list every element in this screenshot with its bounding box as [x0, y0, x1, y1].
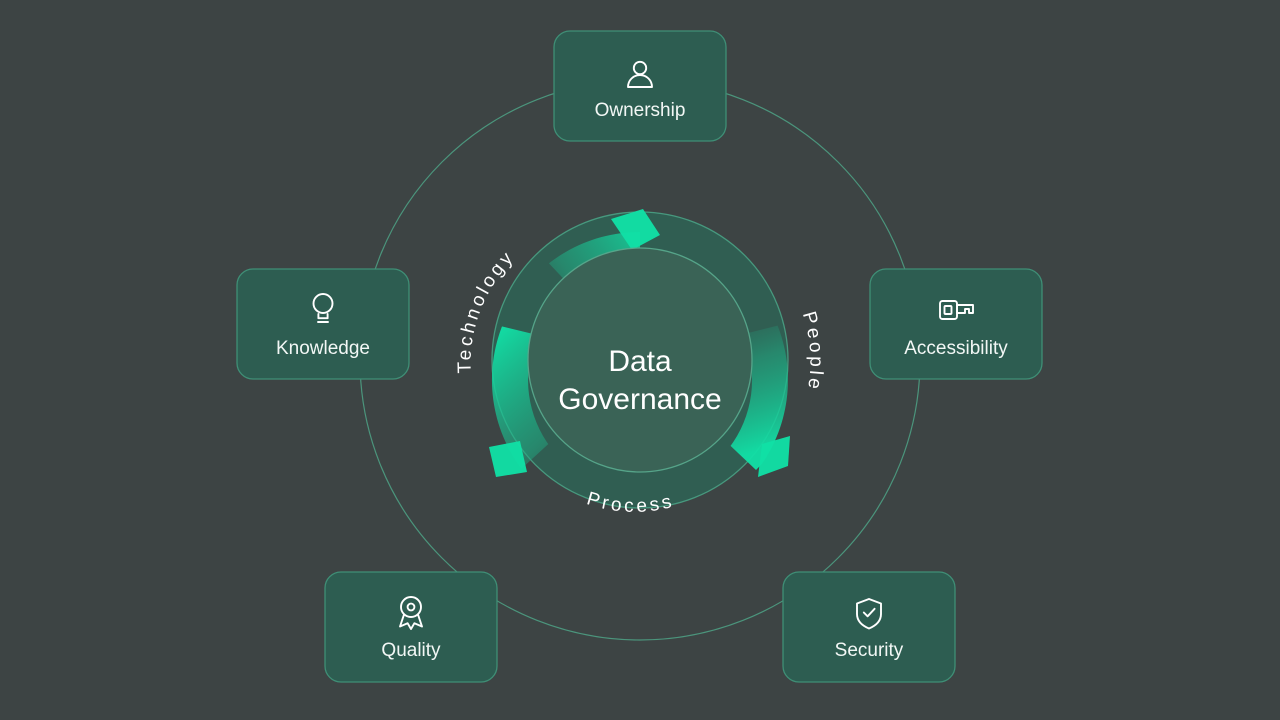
center-title-line1: Data: [608, 345, 672, 378]
center-title-line2: Governance: [558, 383, 721, 416]
card-knowledge[interactable]: Knowledge: [236, 268, 410, 380]
card-security[interactable]: Security: [782, 571, 956, 683]
center-title: Data Governance: [558, 345, 721, 416]
card-label-accessibility: Accessibility: [904, 338, 1008, 359]
card-accessibility[interactable]: Accessibility: [869, 268, 1043, 380]
card-label-security: Security: [835, 640, 904, 661]
card-quality[interactable]: Quality: [324, 571, 498, 683]
arrowhead-top-icon: [611, 209, 660, 250]
award-ribbon-icon: [399, 596, 423, 630]
card-ownership[interactable]: Ownership: [553, 30, 727, 142]
shield-check-icon: [856, 598, 882, 630]
arrowhead-left-icon: [489, 441, 527, 477]
lightbulb-icon: [312, 293, 334, 323]
cycle-ring: Technology People Process: [454, 209, 827, 517]
center-disc: [528, 248, 752, 472]
card-label-quality: Quality: [381, 640, 441, 661]
card-label-knowledge: Knowledge: [276, 338, 370, 359]
card-label-ownership: Ownership: [595, 100, 686, 121]
key-icon: [939, 300, 974, 320]
ring-label-people: People: [798, 309, 827, 393]
arrowhead-right-icon: [758, 436, 790, 477]
person-icon: [627, 60, 653, 88]
